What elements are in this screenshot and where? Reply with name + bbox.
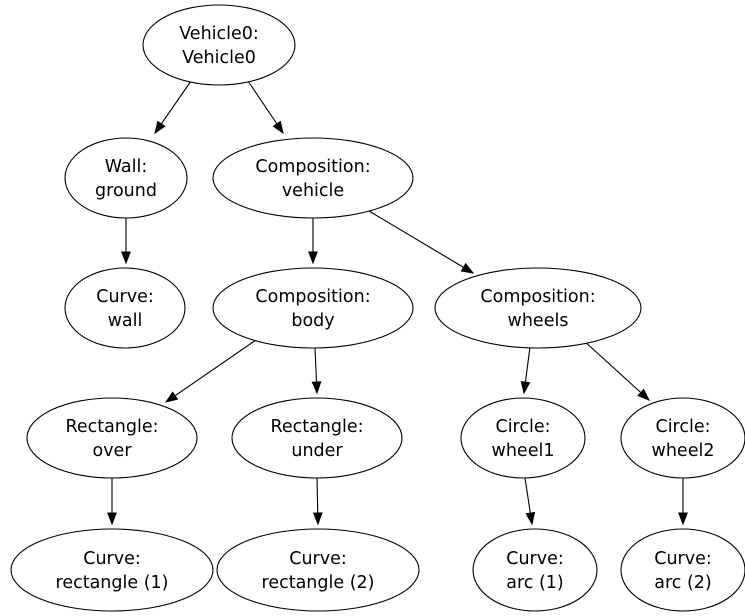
node-label-line2: wall [108, 311, 143, 331]
edges-layer [107, 80, 688, 526]
node-ellipse[interactable] [64, 137, 188, 219]
node-label-line2: wheel2 [652, 441, 715, 461]
node-ellipse[interactable] [460, 397, 586, 479]
node-label-line2: arc (2) [654, 573, 712, 593]
edge-line [524, 477, 531, 514]
edge-arrowhead-icon [154, 120, 166, 135]
graph-node-vehicle0[interactable]: Vehicle0: Vehicle0 [142, 4, 296, 86]
node-label-line2: ground [95, 181, 157, 201]
node-label-line1: Curve: [506, 549, 564, 569]
graph-node-curve-arc-2[interactable]: Curve: arc (2) [620, 528, 745, 612]
node-label-line1: Curve: [83, 549, 141, 569]
node-label-line2: wheels [508, 311, 569, 331]
graph-node-composition-wheels[interactable]: Composition: wheels [434, 267, 642, 349]
edge-line [316, 477, 319, 514]
node-ellipse[interactable] [472, 528, 598, 612]
edge-line [160, 80, 192, 125]
graph-edge [308, 218, 318, 265]
node-label-line1: Rectangle: [270, 417, 363, 437]
edge-arrowhead-icon [311, 381, 322, 395]
node-label-line1: Wall: [105, 157, 148, 177]
node-label-line1: Circle: [495, 417, 550, 437]
node-ellipse[interactable] [216, 528, 420, 612]
edge-arrowhead-icon [525, 511, 536, 526]
node-label-line2: rectangle (2) [262, 573, 375, 593]
node-ellipse[interactable] [64, 267, 186, 349]
node-label-line1: Rectangle: [65, 417, 158, 437]
edge-arrowhead-icon [460, 262, 475, 274]
edge-line [368, 210, 464, 268]
graph-edge [311, 347, 322, 395]
edge-line [524, 346, 531, 383]
edge-arrowhead-icon [272, 120, 284, 135]
graph-edge [678, 478, 688, 526]
graph-node-composition-body[interactable]: Composition: body [212, 267, 414, 349]
node-label-line1: Vehicle0: [179, 24, 259, 44]
edge-line [314, 347, 318, 383]
graph-node-circle-wheel1[interactable]: Circle: wheel1 [460, 397, 586, 479]
edge-arrowhead-icon [520, 380, 531, 395]
node-ellipse[interactable] [434, 267, 642, 349]
node-label-line2: body [291, 311, 334, 331]
graph-node-composition-vehicle[interactable]: Composition: vehicle [212, 137, 414, 219]
edge-arrowhead-icon [678, 512, 688, 526]
graph-edge [121, 218, 131, 265]
nodes-layer: Vehicle0:Vehicle0Wall:groundComposition:… [10, 4, 745, 612]
graph-edge [164, 339, 257, 403]
graph-node-circle-wheel2[interactable]: Circle: wheel2 [620, 397, 745, 479]
graph-node-curve-arc-1[interactable]: Curve: arc (1) [472, 528, 598, 612]
edge-line [247, 80, 278, 125]
edge-arrowhead-icon [312, 512, 323, 526]
graph-edge [312, 477, 323, 526]
node-ellipse[interactable] [620, 528, 745, 612]
edge-arrowhead-icon [164, 391, 179, 403]
node-label-line2: wheel1 [492, 441, 555, 461]
graph-node-curve-wall[interactable]: Curve: wall [64, 267, 186, 349]
graph-edge [582, 339, 651, 401]
graph-node-wall-ground[interactable]: Wall: ground [64, 137, 188, 219]
edge-arrowhead-icon [107, 512, 117, 526]
node-label-line1: Curve: [289, 549, 347, 569]
graph-node-rectangle-over[interactable]: Rectangle: over [26, 397, 198, 479]
node-label-line1: Composition: [480, 287, 595, 307]
graph-node-rectangle-under[interactable]: Rectangle: under [231, 397, 403, 479]
node-ellipse[interactable] [212, 267, 414, 349]
node-ellipse[interactable] [142, 4, 296, 86]
edge-arrowhead-icon [308, 251, 318, 265]
edge-line [582, 339, 642, 394]
node-label-line2: under [291, 441, 343, 461]
graph-edge [368, 210, 475, 274]
graph-edge [154, 80, 192, 135]
node-label-line2: vehicle [282, 181, 344, 201]
graph-node-curve-rectangle-2[interactable]: Curve: rectangle (2) [216, 528, 420, 612]
node-ellipse[interactable] [620, 397, 745, 479]
graph-node-curve-rectangle-1[interactable]: Curve: rectangle (1) [10, 528, 214, 612]
graph-edge [520, 346, 531, 395]
node-label-line2: Vehicle0 [182, 48, 256, 68]
edge-line [174, 339, 257, 397]
node-label-line2: over [92, 441, 132, 461]
graph-edge [107, 478, 117, 526]
edge-arrowhead-icon [121, 251, 131, 265]
edge-arrowhead-icon [637, 388, 651, 401]
node-ellipse[interactable] [26, 397, 198, 479]
node-label-line2: arc (1) [506, 573, 564, 593]
node-label-line1: Curve: [654, 549, 712, 569]
node-ellipse[interactable] [231, 397, 403, 479]
node-ellipse[interactable] [212, 137, 414, 219]
graph-edge [247, 80, 284, 135]
graph-edge [524, 477, 536, 526]
node-label-line1: Curve: [96, 287, 154, 307]
node-label-line1: Circle: [655, 417, 710, 437]
node-label-line1: Composition: [255, 287, 370, 307]
node-label-line2: rectangle (1) [56, 573, 169, 593]
node-label-line1: Composition: [255, 157, 370, 177]
node-ellipse[interactable] [10, 528, 214, 612]
